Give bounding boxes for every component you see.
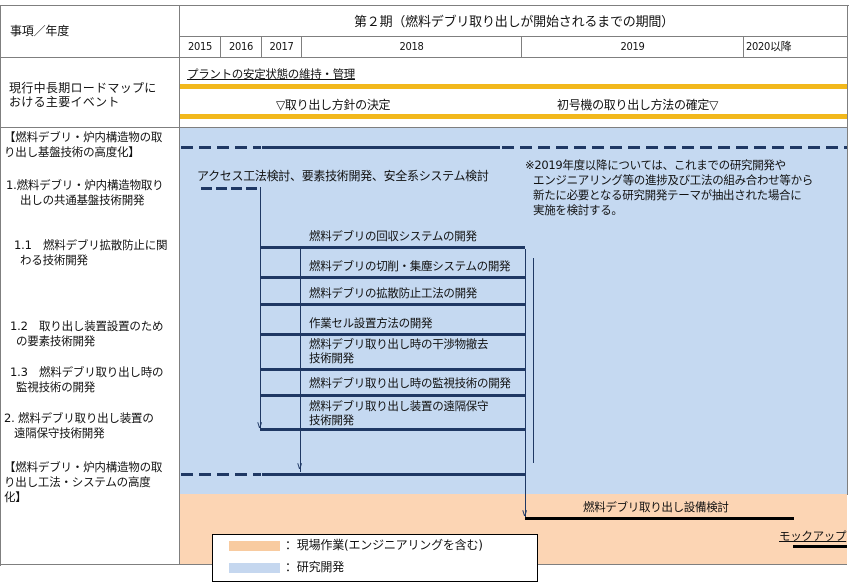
- year-divider: [743, 36, 744, 57]
- period-title: 第２期（燃料デブリ取り出しが開始されるまでの期間）: [353, 15, 674, 30]
- note-line1: ※2019年度以降については、これまでの研究開発や: [525, 158, 786, 172]
- year-2019: 2019: [620, 40, 645, 53]
- section2-label-line1: 【燃料デブリ・炉内構造物の取: [4, 460, 163, 474]
- section2-dashed-bar: [181, 473, 261, 476]
- research-area: [180, 128, 847, 494]
- task-mockup: モックアップ: [779, 529, 847, 543]
- roadmap-label-line2: おける主要イベント: [9, 95, 120, 109]
- bar-equipment-study: [525, 517, 794, 520]
- bar-monitoring: [260, 394, 525, 397]
- legend-box: ：現場作業(エンジニアリングを含む) ：研究開発: [212, 534, 538, 582]
- bar-cutting-system: [260, 276, 525, 279]
- arrow-down-icon: ∨: [296, 461, 304, 472]
- year-divider: [301, 36, 302, 57]
- header-bottom-line: [0, 57, 848, 58]
- task-equipment-study: 燃料デブリ取り出し設備検討: [583, 500, 729, 514]
- task-interference-line1: 燃料デブリ取り出し時の干渉物撤去: [309, 337, 489, 351]
- table-frame: [0, 5, 849, 566]
- legend-swatch-field: [229, 541, 280, 551]
- year-2015: 2015: [188, 40, 212, 53]
- year-2016: 2016: [229, 40, 253, 53]
- item1-label-line2: 出しの共通基盤技術開発: [20, 193, 145, 207]
- table-bottom-line: [0, 564, 180, 565]
- header-divider: [179, 5, 180, 565]
- section1-solid-bar: [262, 146, 500, 149]
- item1-2-label-line2: の要素技術開発: [16, 334, 96, 348]
- item1-1-label-line1: 1.1 燃料デブリ拡散防止に関: [14, 238, 168, 252]
- bar-interference-removal: [260, 368, 525, 371]
- note-line2: エンジニアリング等の進捗及び工法の組み合わせ等から: [533, 173, 813, 187]
- legend-label-field: ：現場作業(エンジニアリングを含む): [285, 538, 483, 552]
- task-diffusion-prevention: 燃料デブリの拡散防止工法の開発: [309, 286, 477, 300]
- legend-swatch-research: [229, 563, 280, 573]
- task-access-method: アクセス工法検討、要素技術開発、安全系システム検討: [197, 169, 489, 183]
- task-interference-line2: 技術開発: [309, 351, 354, 365]
- item1-1-label-line2: わる技術開発: [20, 253, 88, 267]
- task-recovery-system: 燃料デブリの回収システムの開発: [309, 229, 477, 243]
- row-header-label: 事項／年度: [10, 24, 70, 38]
- task-monitoring: 燃料デブリ取り出し時の監視技術の開発: [309, 376, 511, 390]
- item1-3-label-line2: 監視技術の開発: [16, 380, 96, 394]
- roadmap-label-line1: 現行中長期ロードマップに: [9, 81, 157, 95]
- item1-label-line1: 1.燃料デブリ・炉内構造物取り: [6, 178, 164, 192]
- item1-3-label-line1: 1.3 燃料デブリ取り出し時の: [10, 365, 164, 379]
- item2-label-line1: 2. 燃料デブリ取り出し装置の: [4, 411, 154, 425]
- year-2020-onward: 2020以降: [746, 40, 792, 53]
- connector-vertical-2: [300, 249, 301, 472]
- year-2017: 2017: [269, 40, 294, 53]
- year-2018: 2018: [399, 40, 424, 53]
- bar-mockup: [793, 545, 847, 548]
- bar-recovery-system: [260, 246, 525, 249]
- year-divider: [261, 36, 262, 57]
- arrow-down-icon: ∨: [521, 508, 529, 519]
- access-dashed-bar: [201, 187, 261, 190]
- bar-diffusion-prevention: [260, 303, 525, 306]
- year-divider: [521, 36, 522, 57]
- task-remote-maintenance-line2: 技術開発: [309, 413, 354, 427]
- note-line4: 実施を検討する。: [533, 203, 623, 217]
- section2-solid-bar: [262, 473, 526, 476]
- milestone-bar-1: [180, 84, 847, 89]
- section1-label-line2: り出し基盤技術の高度化】: [4, 145, 140, 159]
- item1-2-label-line1: 1.2 取り出し装置設置のため: [10, 319, 164, 333]
- section2-label-line2: り出し工法・システムの高度: [4, 475, 151, 489]
- roadmap-bottom-line: [0, 127, 848, 128]
- section1-dashed-bar: [181, 146, 261, 149]
- event-plant-maintenance: プラントの安定状態の維持・管理: [187, 67, 355, 81]
- task-remote-maintenance-line1: 燃料デブリ取り出し装置の遠隔保守: [309, 399, 489, 413]
- bar-work-cell: [260, 333, 525, 336]
- legend-label-research: ：研究開発: [285, 560, 345, 574]
- milestone-bar-2: [180, 114, 847, 119]
- task-work-cell: 作業セル設置方法の開発: [309, 316, 433, 330]
- event-first-unit: 初号機の取り出し方法の確定▽: [557, 98, 719, 112]
- right-border: [847, 5, 848, 495]
- year-divider: [220, 36, 221, 57]
- note-line3: 新たに必要となる研究開発テーマが抽出された場合に: [533, 188, 802, 202]
- section1-label-line1: 【燃料デブリ・炉内構造物の取: [4, 130, 163, 144]
- connector-vertical-1: [260, 187, 261, 429]
- connector-vertical-3: [525, 249, 526, 519]
- task-cutting-system: 燃料デブリの切削・集塵システムの開発: [309, 259, 511, 273]
- header-mid-line: [179, 36, 848, 37]
- item2-label-line2: 遠隔保守技術開発: [14, 426, 105, 440]
- event-policy-decision: ▽取り出し方針の決定: [276, 98, 391, 112]
- section1-dashed-bar-2019: [502, 146, 847, 149]
- arrow-down-icon: ∨: [256, 420, 264, 431]
- bar-remote-maintenance: [260, 428, 525, 431]
- connector-vertical-4: [533, 258, 534, 463]
- section2-label-line3: 化】: [4, 490, 27, 504]
